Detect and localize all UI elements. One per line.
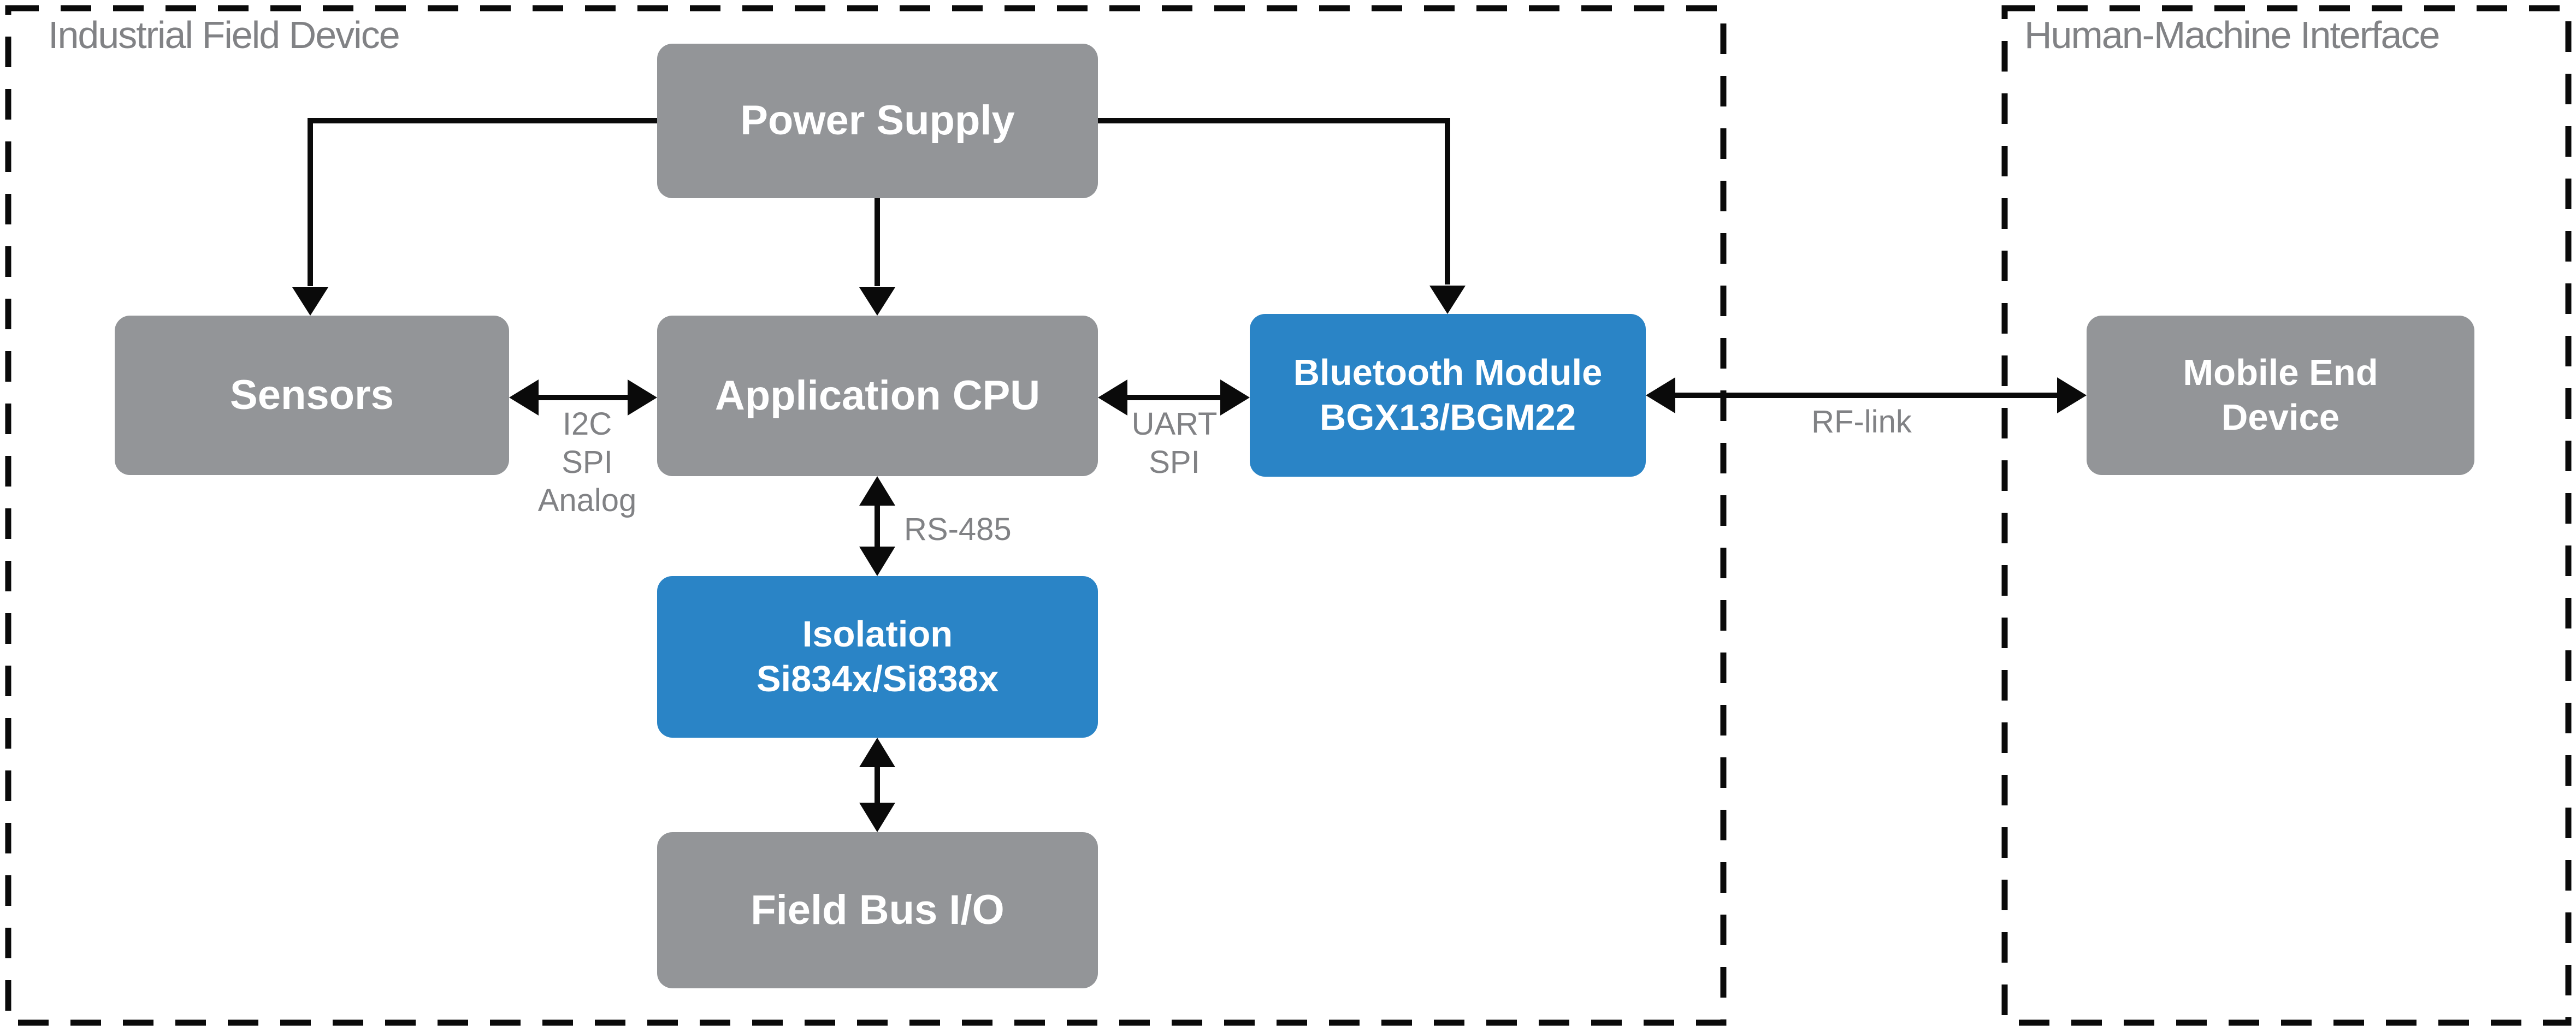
mobile-end-device-block: Mobile End Device (2087, 316, 2474, 475)
human-machine-interface-title: Human-Machine Interface (2024, 14, 2440, 56)
rf-link-label: RF-link (1811, 403, 1912, 441)
isolation-label-line1: Isolation (802, 614, 953, 655)
arrow-down-head (859, 547, 895, 576)
bluetooth-module-block: Bluetooth Module BGX13/BGM22 (1250, 314, 1646, 477)
arrow-right-head (2057, 377, 2087, 413)
sensors-block: Sensors (115, 316, 509, 475)
sensors-cpu-bus-label-analog: Analog (537, 483, 637, 518)
arrow-down-head (859, 287, 895, 316)
arrow-power-to-bluetooth (1098, 118, 1466, 314)
arrow-down-head (1429, 286, 1466, 314)
sensors-cpu-bus-label: I2C SPI Analog (538, 405, 637, 520)
sensors-cpu-bus-label-spi: SPI (562, 444, 613, 480)
arrow-bluetooth-mobile (1646, 377, 2087, 413)
power-supply-block: Power Supply (657, 44, 1098, 198)
power-supply-label: Power Supply (740, 97, 1015, 144)
arrow-right-head (628, 379, 657, 416)
application-cpu-label: Application CPU (714, 372, 1041, 419)
field-bus-io-block: Field Bus I/O (657, 832, 1098, 988)
arrow-up-head (859, 738, 895, 767)
arrow-sensors-cpu (509, 379, 657, 416)
cpu-isolation-bus-label: RS-485 (904, 511, 1012, 549)
arrow-cpu-bluetooth (1098, 379, 1250, 416)
field-bus-io-label: Field Bus I/O (751, 886, 1005, 933)
isolation-block: Isolation Si834x/Si838x (657, 576, 1098, 738)
bluetooth-module-label-line1: Bluetooth Module (1293, 352, 1603, 394)
arrow-power-to-bluetooth-line (1098, 118, 1450, 284)
arrow-power-to-sensors-line (308, 118, 657, 286)
sensors-cpu-bus-label-i2c: I2C (562, 406, 612, 442)
rf-link-label-text: RF-link (1811, 404, 1912, 440)
arrow-left-head (509, 379, 539, 416)
arrow-cpu-isolation (859, 476, 895, 576)
arrow-down-head (292, 287, 328, 316)
mobile-end-device-label-line1: Mobile End (2183, 352, 2378, 394)
industrial-field-device-title: Industrial Field Device (48, 14, 400, 56)
human-machine-interface-border (2001, 5, 2572, 1026)
bluetooth-module-label-line2: BGX13/BGM22 (1319, 397, 1576, 438)
arrow-up-head (859, 476, 895, 506)
arrow-down-head (859, 803, 895, 832)
cpu-bluetooth-bus-label-spi: SPI (1149, 444, 1200, 480)
arrow-left-head (1646, 377, 1675, 413)
cpu-bluetooth-bus-label-uart: UART (1131, 406, 1218, 442)
isolation-label-line2: Si834x/Si838x (756, 659, 999, 699)
arrow-isolation-fieldbus (859, 738, 895, 832)
mobile-end-device-label-line2: Device (2221, 397, 2340, 438)
arrow-power-to-sensors (292, 118, 657, 316)
arrow-power-to-cpu (859, 198, 895, 316)
cpu-isolation-bus-label-rs485: RS-485 (904, 512, 1012, 547)
cpu-bluetooth-bus-label: UART SPI (1132, 405, 1218, 482)
arrow-left-head (1098, 379, 1127, 416)
sensors-label: Sensors (230, 371, 394, 418)
industrial-field-device-border (5, 5, 1727, 1026)
arrow-right-head (1220, 379, 1250, 416)
application-cpu-block: Application CPU (657, 316, 1098, 476)
